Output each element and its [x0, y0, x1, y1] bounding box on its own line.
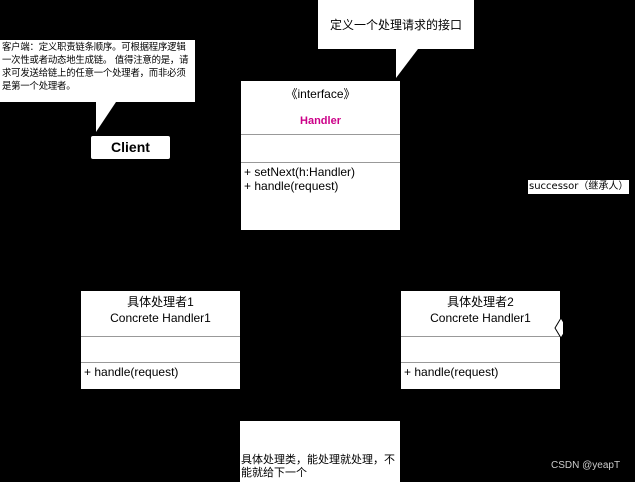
client-note-tail — [96, 102, 116, 132]
concrete-handler-1-attributes — [81, 336, 240, 362]
interface-note-tail — [396, 49, 418, 78]
handler-op-handle: + handle(request) — [244, 179, 339, 193]
concrete-handler-1-box: 具体处理者1 Concrete Handler1 + handle(reques… — [80, 290, 241, 390]
concrete-handler-2-operations: + handle(request) — [401, 362, 560, 379]
concrete-handler-1-title-en: Concrete Handler1 — [110, 311, 211, 325]
client-label: Client — [91, 136, 170, 159]
aggregation-diamond-icon — [554, 318, 563, 338]
concrete-handler-2-op-handle: + handle(request) — [404, 365, 499, 379]
client-note: 客户端：定义职责链条顺序。可根据程序逻辑一次性或者动态地生成链。 值得注意的是，… — [0, 40, 195, 102]
concrete-handler-1-op-handle: + handle(request) — [84, 365, 179, 379]
concrete-note: 具体处理类，能处理就处理，不能就给下一个 — [240, 421, 400, 482]
concrete-handler-2-header: 具体处理者2 Concrete Handler1 — [401, 291, 560, 336]
handler-stereotype: 《interface》 — [285, 87, 356, 101]
handler-attributes — [241, 134, 400, 162]
handler-header: 《interface》 Handler — [241, 81, 400, 134]
concrete-handler-1-header: 具体处理者1 Concrete Handler1 — [81, 291, 240, 336]
concrete-handler-2-title-en: Concrete Handler1 — [430, 311, 531, 325]
concrete-handler-1-title-cn: 具体处理者1 — [127, 295, 194, 309]
handler-op-setnext: + setNext(h:Handler) — [244, 165, 356, 179]
handler-name: Handler — [300, 115, 341, 127]
concrete-handler-2-attributes — [401, 336, 560, 362]
successor-label: successor（继承人） — [528, 180, 630, 194]
concrete-handler-2-title-cn: 具体处理者2 — [447, 295, 514, 309]
concrete-handler-1-operations: + handle(request) — [81, 362, 240, 379]
concrete-handler-2-box: 具体处理者2 Concrete Handler1 + handle(reques… — [400, 290, 561, 390]
watermark: CSDN @yeapT — [551, 460, 621, 471]
interface-note: 定义一个处理请求的接口 — [318, 0, 474, 49]
handler-interface-box: 《interface》 Handler + setNext(h:Handler)… — [240, 80, 401, 231]
handler-operations: + setNext(h:Handler) + handle(request) — [241, 162, 400, 193]
